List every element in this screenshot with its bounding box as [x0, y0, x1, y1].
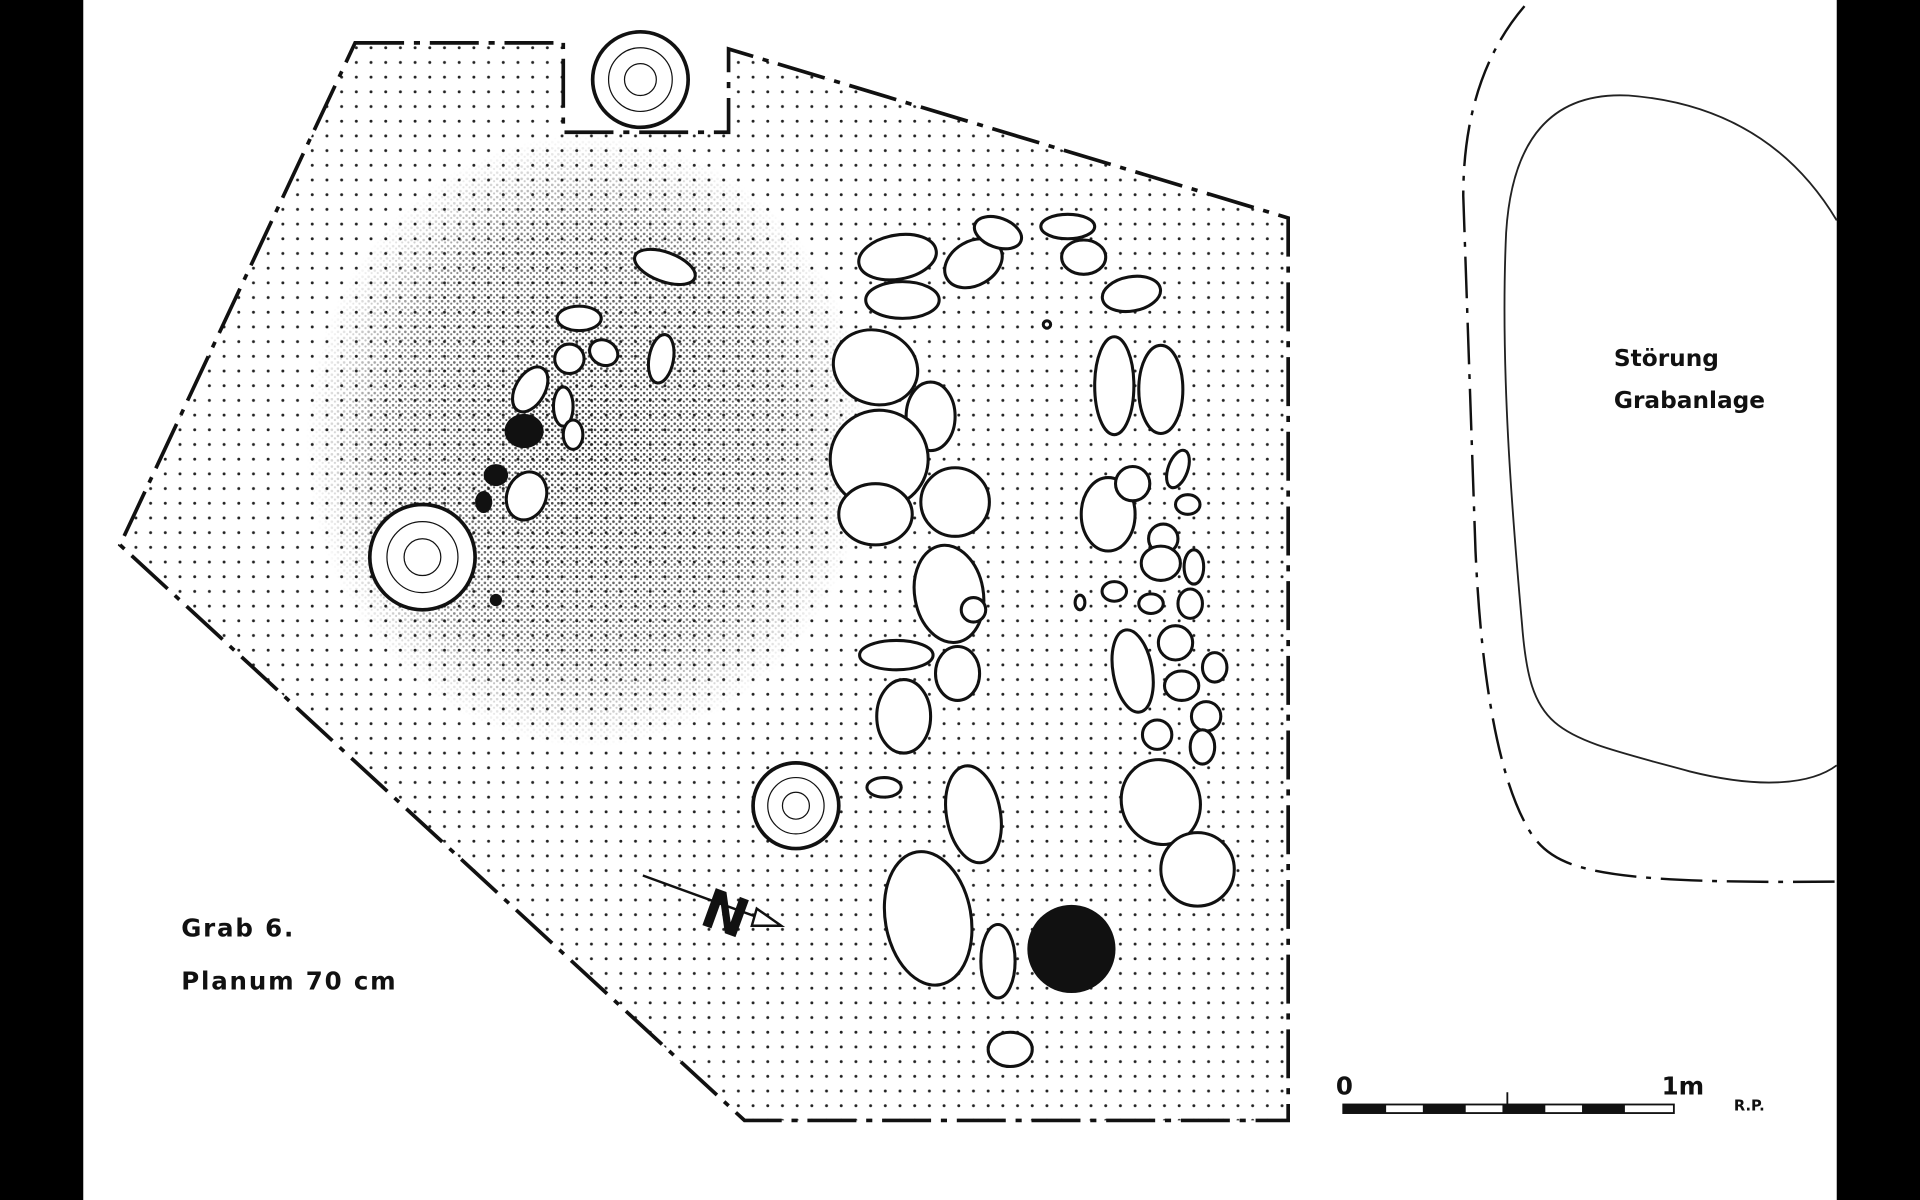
stone — [588, 338, 620, 368]
stone — [1100, 580, 1129, 603]
stone — [1200, 651, 1229, 684]
stone — [1110, 628, 1155, 714]
disturbance-label-2: Grabanlage — [1614, 387, 1765, 414]
stone — [1039, 212, 1097, 241]
stone — [551, 385, 575, 428]
stone — [561, 418, 585, 451]
stone — [1188, 728, 1217, 766]
vessels — [367, 30, 841, 851]
scale-bar: 0 1m R.P. — [1336, 1072, 1765, 1115]
title-grave: Grab 6. — [181, 914, 295, 943]
charcoal-deposits — [475, 413, 1116, 994]
stone — [1165, 448, 1191, 490]
stone — [837, 482, 914, 547]
stone — [646, 333, 676, 385]
stone — [919, 466, 991, 538]
vessel-bottom — [751, 761, 841, 851]
scale-start: 0 — [1336, 1072, 1353, 1101]
stone — [1159, 831, 1236, 908]
stone — [1073, 593, 1087, 612]
stone — [831, 328, 920, 407]
disturbance-area: Störung Grabanlage — [1462, 5, 1838, 884]
stone — [553, 342, 586, 375]
author-initials: R.P. — [1734, 1098, 1765, 1115]
stone — [511, 365, 550, 414]
stone — [1137, 592, 1165, 615]
stone — [1139, 544, 1182, 582]
stone — [1137, 343, 1185, 435]
stone — [864, 280, 941, 320]
stone — [1113, 465, 1152, 503]
stone — [1176, 587, 1204, 620]
stone — [1140, 718, 1174, 751]
stone — [1100, 274, 1163, 314]
stone — [1156, 624, 1195, 662]
stone — [858, 638, 935, 672]
stone — [1182, 548, 1206, 586]
dark-fill-layer — [244, 73, 931, 784]
stone — [504, 470, 549, 522]
stone — [1093, 335, 1136, 437]
stone — [959, 596, 988, 624]
stone — [1060, 238, 1108, 276]
vessel-left — [367, 502, 477, 612]
vessel-top — [590, 30, 690, 130]
stone — [633, 247, 697, 287]
stone — [882, 850, 974, 987]
stone — [972, 214, 1024, 251]
disturbance-label-1: Störung — [1614, 345, 1719, 372]
scale-end: 1m — [1662, 1072, 1705, 1101]
stone — [1041, 319, 1053, 330]
stone — [865, 776, 903, 799]
stone — [986, 1030, 1034, 1069]
stones — [504, 212, 1236, 1069]
stone — [1162, 669, 1201, 702]
stone — [1189, 700, 1223, 733]
stone — [944, 764, 1003, 865]
title-level: Planum 70 cm — [181, 966, 397, 995]
stone — [857, 232, 938, 282]
stone — [933, 645, 982, 702]
stone — [1173, 493, 1202, 516]
stone — [875, 678, 933, 755]
stone — [555, 304, 603, 333]
stone — [979, 922, 1017, 1000]
